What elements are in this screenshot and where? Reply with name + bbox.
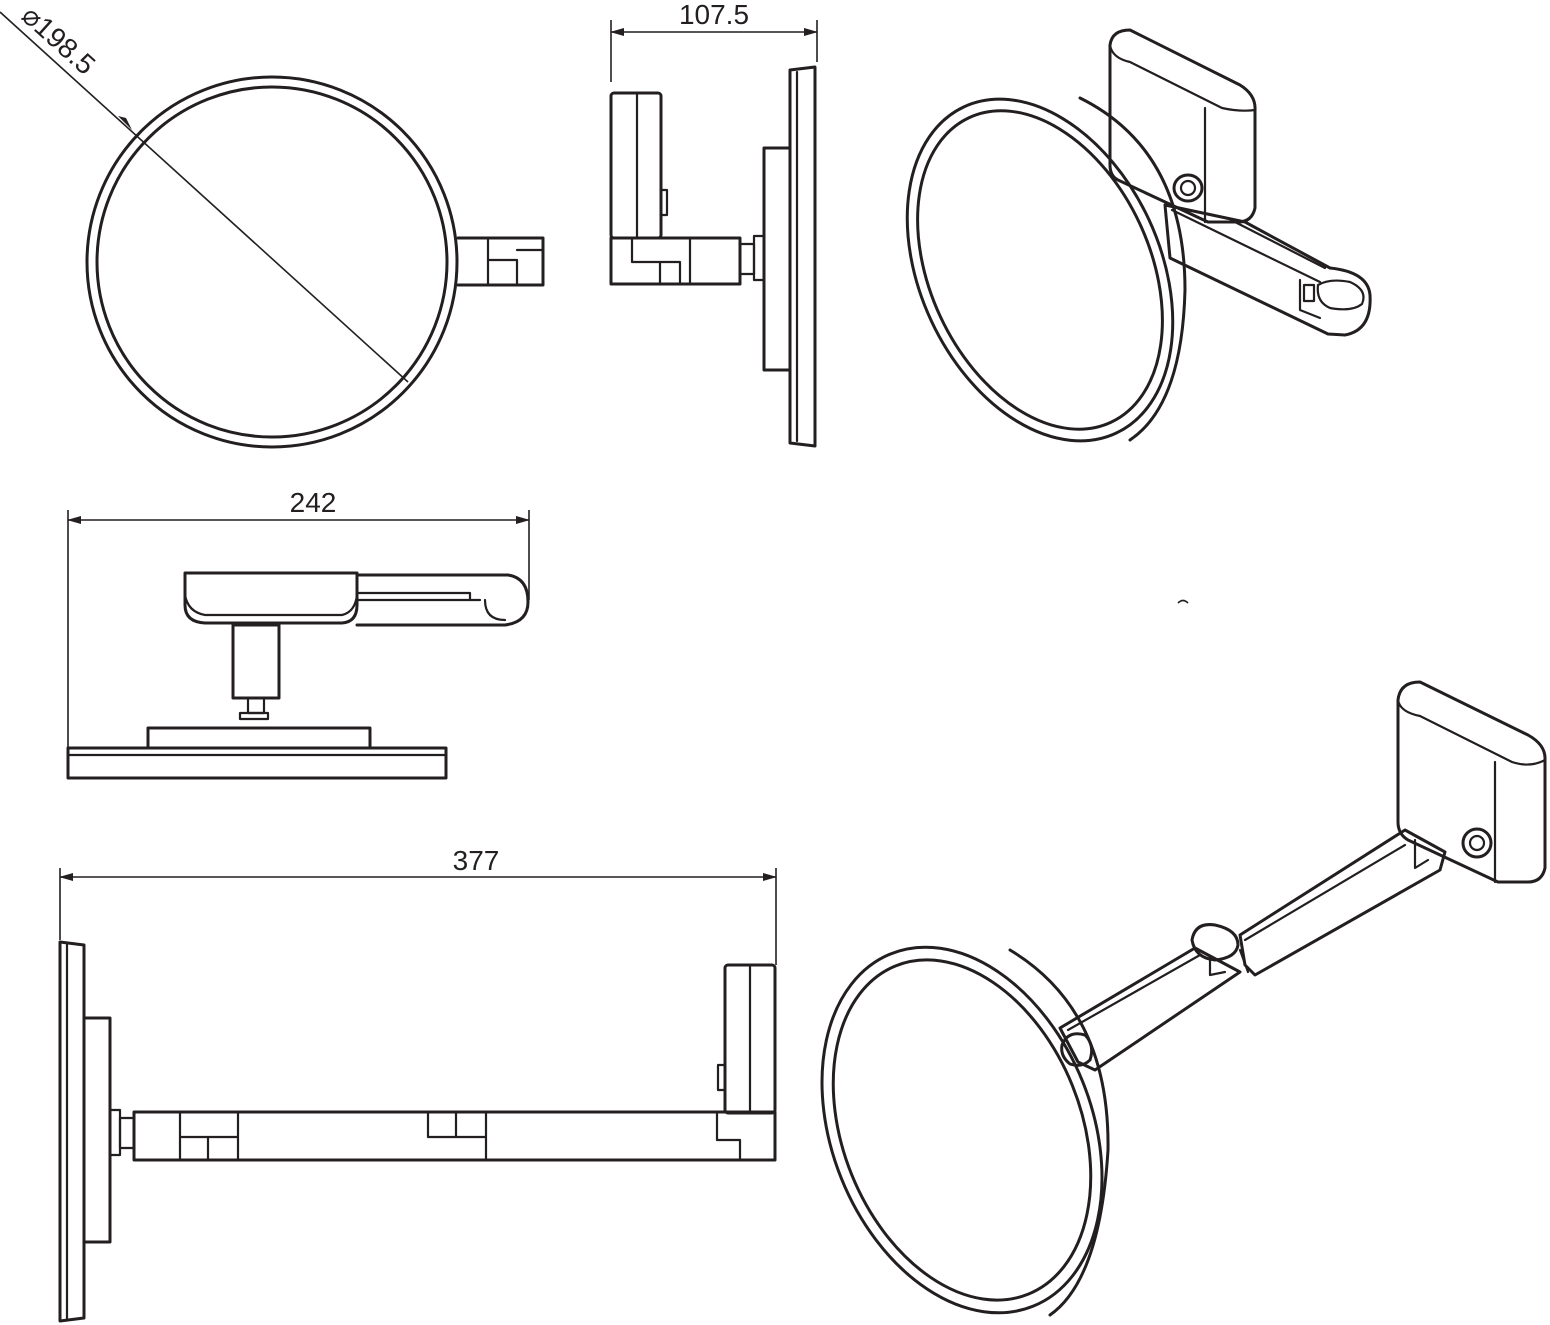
perspective-view-compact — [905, 28, 1372, 443]
perspective2-mirror-inner — [831, 958, 1093, 1302]
side-mirror-glass — [788, 65, 817, 448]
perspective2-screw-icon — [1461, 827, 1493, 859]
mirror-outer-ring — [85, 75, 459, 449]
depth-label: 107.5 — [679, 0, 749, 30]
top-arm — [355, 573, 530, 627]
top-view: 242 — [66, 487, 530, 780]
perspective1-screw-icon — [1172, 173, 1204, 203]
diameter-label: ⌀198.5 — [16, 0, 101, 81]
extended-mirror-glass — [58, 940, 86, 1323]
side-view: 107.5 — [609, 0, 818, 448]
top-swivel-neck — [231, 623, 281, 700]
mirror-inner-ring — [95, 85, 449, 439]
perspective-view-extended — [820, 680, 1547, 1317]
perspective2-mirror-rim — [1008, 948, 1110, 1317]
perspective1-mirror-outer — [905, 97, 1175, 443]
perspective2-mirror-outer — [820, 945, 1104, 1315]
perspective1-arm — [1163, 203, 1372, 337]
perspective1-mirror-inner — [916, 109, 1164, 431]
top-mirror-back — [146, 726, 372, 750]
top-wall-bracket — [183, 571, 359, 625]
reach-label: 377 — [453, 845, 500, 876]
extended-mirror-back — [82, 1016, 112, 1244]
extended-side-view: 377 — [58, 845, 777, 1323]
perspective2-wall-plate — [1396, 680, 1547, 884]
front-view: ⌀198.5 — [0, 0, 545, 449]
side-mirror-back — [762, 146, 792, 372]
perspective2-elbow-joint — [1190, 923, 1240, 962]
perspective2-mirror-swivel — [1060, 1032, 1094, 1067]
height-label: 242 — [290, 487, 337, 518]
perspective2-lower-arm — [1058, 946, 1242, 1072]
front-arm — [456, 236, 545, 287]
stray-mark — [1177, 599, 1189, 604]
front-arm-joint — [486, 236, 545, 287]
perspective1-mirror-rim — [1078, 96, 1187, 442]
extended-arm — [132, 1110, 777, 1162]
side-arm — [609, 236, 742, 286]
perspective1-wall-plate — [1108, 28, 1257, 224]
top-mirror-glass — [66, 746, 448, 780]
diameter-leader — [0, 11, 409, 383]
